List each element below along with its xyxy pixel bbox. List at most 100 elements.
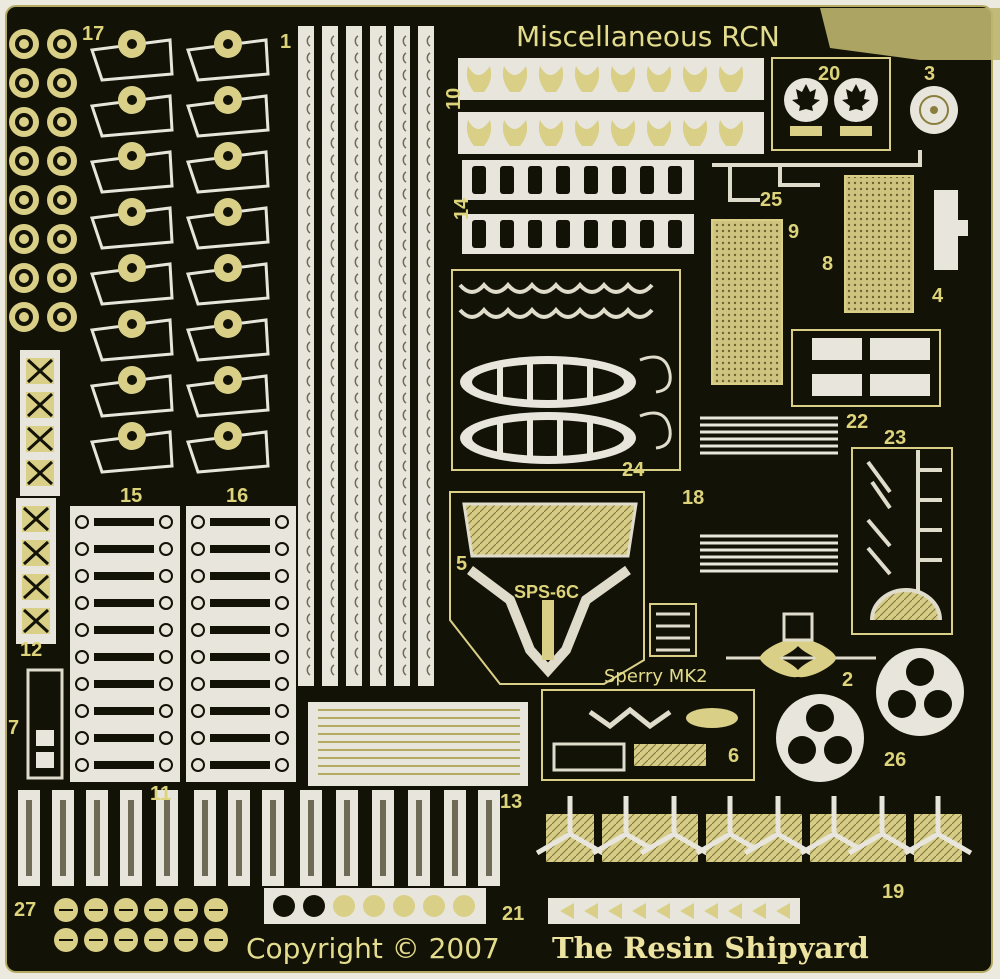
x-cross — [26, 358, 54, 384]
star-arm — [639, 831, 676, 856]
part-4-bracket — [934, 190, 968, 270]
x-cross — [26, 426, 54, 452]
tip — [632, 903, 646, 919]
part-3-wheel — [910, 86, 958, 134]
part-20-maple-leaf-plaques — [771, 57, 891, 151]
small-rods — [649, 603, 697, 657]
label-part-19: 19 — [882, 881, 904, 903]
tip — [752, 903, 766, 919]
part-10-clips — [458, 58, 764, 154]
copyright-text: Copyright © 2007 — [246, 932, 500, 965]
part-7-bracket — [26, 668, 64, 780]
label-sperry-mk2: Sperry MK2 — [604, 666, 708, 687]
label-part-16: 16 — [226, 485, 248, 507]
part-16-ladder — [186, 506, 296, 782]
clip — [466, 66, 492, 92]
clip — [718, 120, 744, 146]
part-5-radar — [449, 491, 645, 685]
part-19-star-brackets — [535, 796, 973, 862]
label-part-3: 3 — [924, 63, 935, 85]
label-part-17: 17 — [82, 23, 104, 45]
part-12-x-plates — [16, 350, 60, 644]
clip — [610, 120, 636, 146]
star-arm — [591, 831, 628, 856]
part-14-pads — [462, 160, 694, 254]
label-part-6: 6 — [728, 745, 739, 767]
part-21-tips — [548, 898, 800, 924]
part-17-washers — [9, 29, 77, 332]
part-27-discs — [54, 898, 228, 952]
label-part-8: 8 — [822, 253, 833, 275]
x-cross — [22, 540, 50, 566]
clip — [502, 120, 528, 146]
label-sps-6c: SPS-6C — [514, 582, 579, 602]
label-part-18: 18 — [682, 487, 704, 509]
label-part-2: 2 — [842, 669, 853, 691]
gear-icon — [273, 895, 295, 917]
part-22-panels — [791, 329, 941, 407]
label-part-24: 24 — [622, 459, 645, 481]
label-part-4: 4 — [932, 285, 944, 307]
gear-icon — [303, 895, 325, 917]
clip — [682, 66, 708, 92]
clip — [538, 120, 564, 146]
part-2-propeller — [726, 612, 876, 678]
part-11-posts — [18, 790, 500, 886]
clip — [466, 120, 492, 146]
label-part-15: 15 — [120, 485, 142, 507]
part-23-supports — [851, 447, 953, 635]
rail-strip — [346, 26, 362, 686]
clip — [682, 120, 708, 146]
part-18-rods — [700, 416, 838, 573]
star-arm — [799, 831, 836, 856]
x-cross — [26, 392, 54, 418]
tip — [728, 903, 742, 919]
label-part-10: 10 — [443, 88, 465, 110]
label-part-25: 25 — [760, 189, 782, 211]
clip — [574, 66, 600, 92]
gear-icon — [393, 895, 415, 917]
label-part-21: 21 — [502, 903, 524, 925]
tip — [584, 903, 598, 919]
tip — [704, 903, 718, 919]
part-24-boats — [451, 269, 681, 471]
label-part-12: 12 — [20, 639, 42, 661]
rail-strip — [322, 26, 338, 686]
tip — [776, 903, 790, 919]
part-1-cradles — [90, 30, 270, 474]
star-arm — [695, 831, 732, 856]
tip — [656, 903, 670, 919]
part-6-plates — [541, 689, 755, 781]
star-arm — [743, 831, 780, 856]
x-cross — [22, 506, 50, 532]
label-part-7: 7 — [8, 717, 19, 739]
clip — [538, 66, 564, 92]
pad-strip — [462, 160, 694, 200]
label-part-26: 26 — [884, 749, 906, 771]
part-15-ladder — [70, 506, 180, 782]
part-9-grating — [711, 219, 783, 385]
label-part-27: 27 — [14, 899, 36, 921]
gear-icon — [333, 895, 355, 917]
label-part-9: 9 — [788, 221, 799, 243]
label-part-20: 20 — [818, 63, 840, 85]
clip — [574, 120, 600, 146]
x-cross — [22, 608, 50, 634]
star-arm — [903, 831, 940, 856]
tip — [608, 903, 622, 919]
part-26-fans — [776, 648, 964, 782]
label-part-13: 13 — [500, 791, 522, 813]
railing-strips — [298, 26, 434, 686]
gear-icon — [363, 895, 385, 917]
part-13-strips — [308, 702, 528, 786]
tip — [560, 903, 574, 919]
maker-logo-text: The Resin Shipyard — [552, 931, 869, 965]
gear-icon — [453, 895, 475, 917]
star-arm — [936, 831, 973, 856]
clip — [718, 66, 744, 92]
label-part-14: 14 — [451, 197, 473, 220]
label-part-1: 1 — [280, 31, 291, 53]
x-cross — [22, 574, 50, 600]
label-part-22: 22 — [846, 411, 868, 433]
